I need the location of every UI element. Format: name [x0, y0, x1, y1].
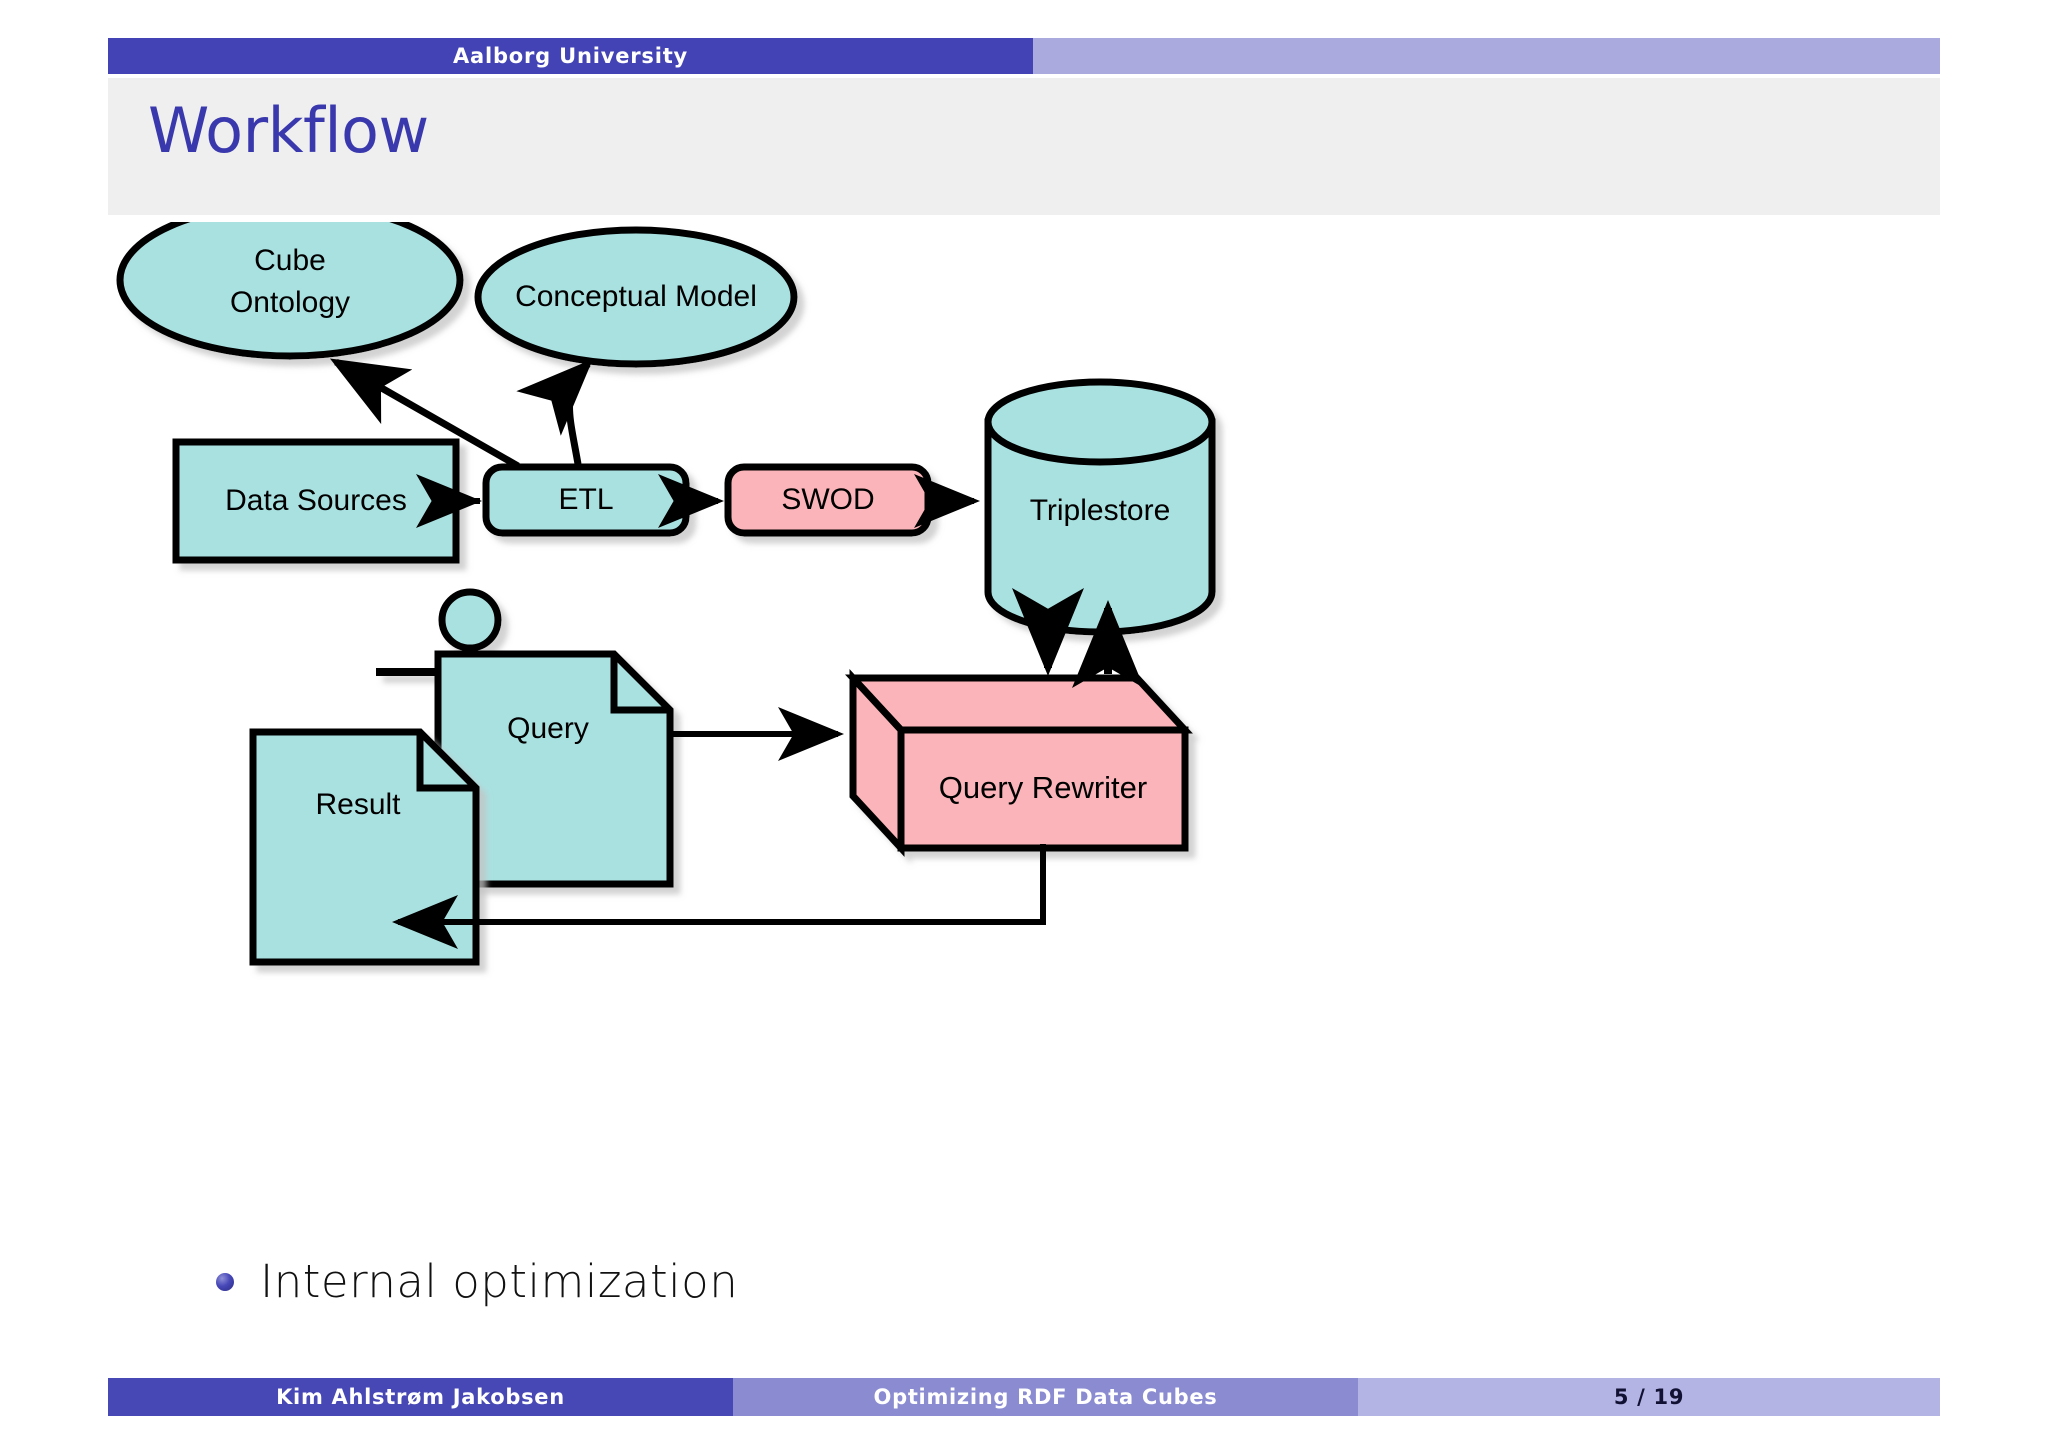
- node-result-document: [249, 728, 480, 966]
- conceptual-model-label: Conceptual Model: [515, 280, 757, 313]
- footer-talk-title-block: Optimizing RDF Data Cubes: [733, 1378, 1358, 1416]
- query-label: Query: [507, 712, 589, 745]
- workflow-diagram: Cube Ontology Conceptual Model Data Sour…: [108, 222, 1940, 1232]
- footer-page-block: 5 / 19: [1358, 1378, 1940, 1416]
- header-filler-block: [1033, 38, 1940, 74]
- node-query-rewriter: [845, 669, 1193, 857]
- query-rewriter-top-face: [845, 674, 1193, 734]
- cube-ontology-label-line2: Ontology: [230, 286, 350, 319]
- result-doc-body: [249, 728, 480, 966]
- edge-etl-to-cube-ontology: [329, 358, 520, 470]
- query-rewriter-front-face: [897, 726, 1189, 852]
- node-cube-ontology: [116, 222, 464, 360]
- bullet-list: Internal optimization: [108, 1255, 1940, 1308]
- triplestore-top: [984, 378, 1216, 466]
- actor-head: [438, 588, 502, 652]
- header-institution-label: Aalborg University: [452, 44, 689, 68]
- footer-author-block: Kim Ahlstrøm Jakobsen: [108, 1378, 733, 1416]
- list-item: Internal optimization: [108, 1255, 1940, 1308]
- slide-title-block: Workflow: [108, 76, 1940, 215]
- bullet-item-label: Internal optimization: [260, 1255, 739, 1308]
- slide-header-bar: Aalborg University: [108, 38, 1940, 74]
- node-data-sources: [172, 438, 460, 564]
- header-institution-block: Aalborg University: [108, 38, 1033, 74]
- data-sources-rect: [172, 438, 460, 564]
- bullet-point-icon: [216, 1272, 234, 1291]
- cube-ontology-ellipse: [116, 222, 464, 360]
- data-sources-label: Data Sources: [225, 484, 407, 517]
- page-title: Workflow: [148, 94, 429, 167]
- edge-etl-to-conceptual-model: [516, 359, 593, 465]
- triplestore-label: Triplestore: [1030, 494, 1171, 527]
- swod-label: SWOD: [781, 483, 874, 516]
- footer-page-label: 5 / 19: [1613, 1385, 1685, 1409]
- edge-rewriter-to-result: [392, 848, 1046, 949]
- cube-ontology-label-line1: Cube: [254, 244, 326, 277]
- slide-footer-bar: Kim Ahlstrøm Jakobsen Optimizing RDF Dat…: [108, 1378, 1940, 1416]
- result-label: Result: [315, 788, 401, 821]
- query-doc-fold: [610, 654, 670, 714]
- result-doc-fold: [416, 732, 476, 792]
- query-rewriter-label: Query Rewriter: [939, 770, 1147, 805]
- conceptual-model-ellipse: [474, 226, 798, 368]
- node-conceptual-model: [474, 226, 798, 368]
- footer-author-label: Kim Ahlstrøm Jakobsen: [276, 1385, 565, 1409]
- etl-label: ETL: [558, 483, 613, 516]
- footer-talk-title-label: Optimizing RDF Data Cubes: [873, 1385, 1218, 1409]
